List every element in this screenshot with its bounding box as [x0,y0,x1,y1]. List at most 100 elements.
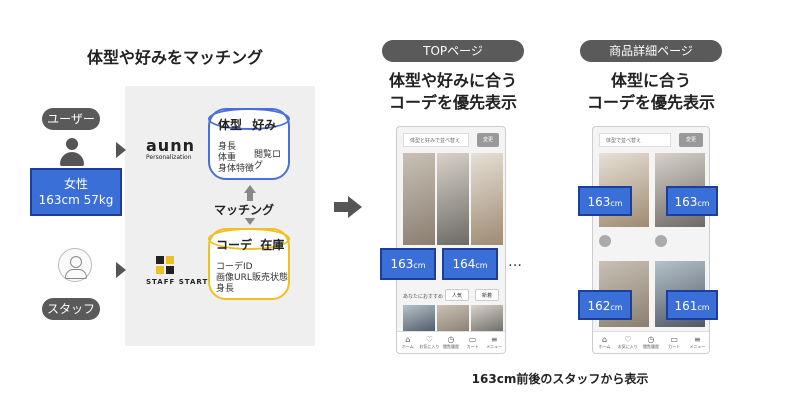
top-sort-button[interactable]: 変更 [477,133,499,147]
matching-label: マッチング [212,201,277,218]
top-sort-field[interactable]: 体型と好みで並べ替え [403,133,469,147]
top-page-pill: TOPページ [382,40,524,62]
detail-page-heading: 体型に合う コーデを優先表示 [570,70,732,114]
detail-height-tag: 163cm [578,186,632,216]
db-field-features: 身体特徴 [218,164,255,174]
profile-database: 体型 好み 身長 体重 身体特徴 閲覧ログ [208,108,290,180]
nav-menu[interactable]: ≡メニュー [484,335,504,350]
nav-favorites[interactable]: ♡お気に入り [618,335,638,350]
nav-cart[interactable]: ▭カート [463,335,483,350]
top-coord-image[interactable] [471,305,503,333]
top-height-tag: 163cm [380,248,436,280]
cart-icon: ▭ [670,335,678,344]
profile-db-title: 体型 好み [218,116,276,133]
db-field-weight: 体重 [218,153,237,163]
user-pill: ユーザー [42,108,100,130]
nav-history[interactable]: ◷閲覧履歴 [641,335,661,350]
top-tag2-unit: cm [475,261,488,270]
top-tag1-value: 163 [390,257,414,271]
db-field-image-url: 画像URL [216,273,252,283]
db-field-height: 身長 [218,142,237,152]
user-body-stats: 163cm 57kg [38,193,114,207]
detail-tag2-value: 163 [674,195,698,209]
detail-sort-field[interactable]: 体型で並べ替え [599,133,671,147]
staff-start-logo-text: STAFF START [146,278,209,286]
nav-cart-label: カート [668,344,681,349]
nav-menu[interactable]: ≡メニュー [687,335,707,350]
coordinate-database: コーデ 在庫 コーデID 画像URL 身長 販売状態 [208,228,290,300]
db-field-browse-log: 閲覧ログ [254,150,282,171]
detail-sort-button[interactable]: 変更 [679,133,703,147]
staff-start-logo: STAFF START [146,256,216,286]
nav-home-label: ホーム [598,344,611,349]
top-ellipsis: … [508,254,524,270]
detail-height-tag: 161cm [666,290,718,320]
staff-arrow-icon [116,262,126,278]
nav-home[interactable]: ⌂ホーム [398,335,418,350]
detail-bottom-nav: ⌂ホーム ♡お気に入り ◷閲覧履歴 ▭カート ≡メニュー [593,331,709,353]
db-field-sales-status: 販売状態 [252,273,289,283]
top-tag1-unit: cm [413,261,426,270]
staff-avatar [58,248,92,282]
detail-tag3-unit: cm [610,303,623,312]
nav-cart[interactable]: ▭カート [664,335,684,350]
detail-staff-avatar [599,235,611,247]
heart-icon: ♡ [624,335,632,344]
staff-start-mark-icon [156,256,176,274]
menu-icon: ≡ [693,335,701,344]
top-coord-image[interactable] [403,153,435,245]
detail-tag1-unit: cm [610,199,623,208]
aunn-logo-sub: Personalization [146,154,192,161]
top-coord-image[interactable] [437,153,469,245]
nav-home-label: ホーム [401,344,414,349]
detail-tag1-value: 163 [587,195,611,209]
home-icon: ⌂ [405,335,411,344]
top-coord-image[interactable] [437,305,469,333]
db-title-coordinate: コーデ [216,238,253,252]
heart-icon: ♡ [425,335,433,344]
nav-history-label: 閲覧履歴 [642,344,659,349]
nav-home[interactable]: ⌂ホーム [595,335,615,350]
top-heading-line2: コーデを優先表示 [388,93,517,112]
cart-icon: ▭ [468,335,477,344]
top-heading-line1: 体型や好みに合う [388,71,517,90]
detail-height-tag: 162cm [578,290,632,320]
clock-icon: ◷ [647,335,655,344]
top-coord-image[interactable] [471,153,503,245]
nav-menu-label: メニュー [486,344,503,349]
detail-tag2-unit: cm [697,199,710,208]
aunn-logo: aunn Personalization [146,138,206,162]
top-chip-new[interactable]: 新着 [475,289,499,301]
detail-tag4-value: 161 [674,299,698,313]
home-icon: ⌂ [602,335,608,344]
coord-db-fields: コーデID 画像URL 身長 [216,262,253,295]
aunn-logo-text: aunn [146,136,195,155]
detail-staff-avatar [655,235,667,247]
nav-favorites-label: お気に入り [419,344,440,349]
top-chip-popular[interactable]: 人気 [445,289,469,301]
top-height-tag: 164cm [442,248,498,280]
menu-icon: ≡ [490,335,498,344]
clock-icon: ◷ [447,335,455,344]
detail-heading-line1: 体型に合う [610,71,691,90]
staff-pill: スタッフ [42,298,100,320]
top-coord-image[interactable] [403,305,435,333]
footer-caption: 163cm前後のスタッフから表示 [471,372,649,386]
top-bottom-nav: ⌂ホーム ♡お気に入り ◷閲覧履歴 ▭カート ≡メニュー [397,331,505,353]
nav-cart-label: カート [466,344,479,349]
nav-favorites[interactable]: ♡お気に入り [419,335,439,350]
db-title-preference: 好み [252,118,277,132]
top-page-heading: 体型や好みに合う コーデを優先表示 [372,70,534,114]
flow-arrow-icon [334,196,364,218]
nav-favorites-label: お気に入り [617,344,638,349]
db-title-body: 体型 [218,118,243,132]
top-tag2-value: 164 [452,257,476,271]
top-page-phone: 体型と好みで並べ替え 変更 あなたにおすすめ 人気 新着 ⌂ホーム ♡お気に入り… [396,126,506,354]
detail-tag3-value: 162 [587,299,611,313]
nav-history[interactable]: ◷閲覧履歴 [441,335,461,350]
top-section-label: あなたにおすすめ [403,294,444,300]
nav-history-label: 閲覧履歴 [442,344,459,349]
nav-menu-label: メニュー [689,344,706,349]
profile-db-fields: 身長 体重 身体特徴 [218,142,254,175]
user-gender: 女性 [63,177,88,191]
